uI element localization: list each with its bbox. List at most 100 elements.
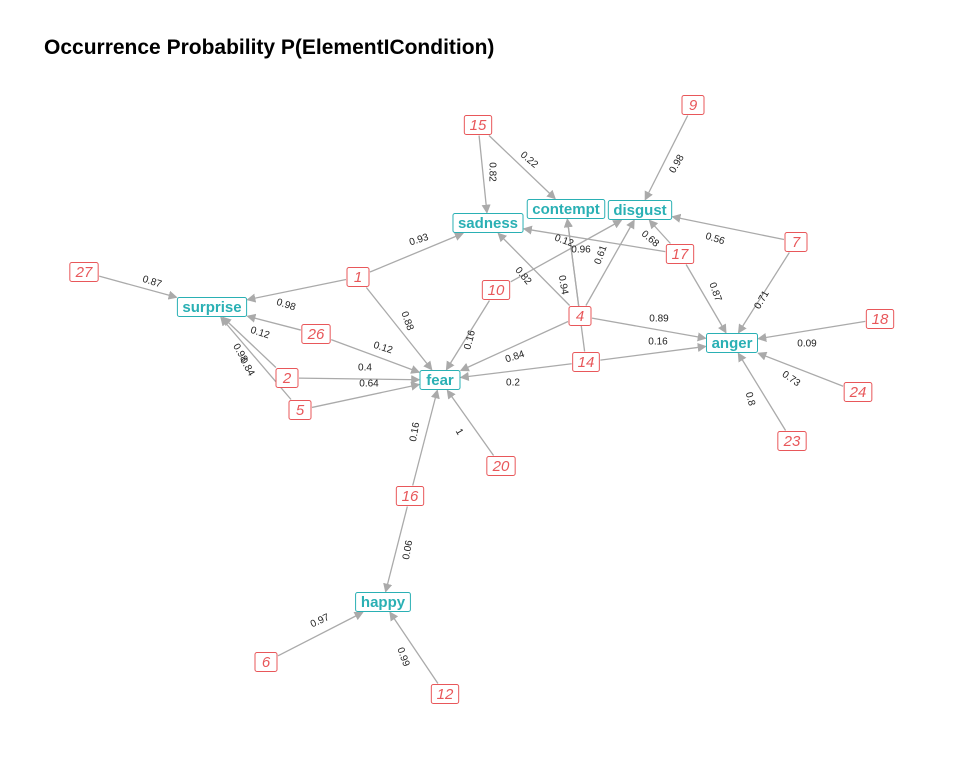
edge-e18-to-anger — [757, 320, 866, 342]
element-node-2: 2 — [275, 368, 299, 388]
node-box — [681, 95, 705, 115]
edge-label-e4-to-anger: 0.89 — [649, 314, 669, 325]
node-label: 10 — [488, 282, 505, 299]
node-box — [607, 200, 673, 220]
edge-e2-to-fear — [298, 375, 421, 385]
edge-label-e17-to-anger: 0.87 — [706, 281, 723, 303]
node-box — [526, 199, 606, 219]
element-node-1: 1 — [346, 267, 370, 287]
diagram-title: Occurrence Probability P(ElementIConditi… — [44, 36, 495, 59]
edge-label-e1-to-surprise: 0.98 — [275, 297, 297, 314]
node-box — [481, 280, 511, 300]
node-label: 14 — [578, 354, 595, 371]
node-box — [777, 431, 807, 451]
edge-e27-to-surprise — [98, 275, 178, 300]
node-label: 24 — [849, 384, 867, 401]
edge-e1-to-surprise — [246, 278, 347, 303]
node-label: 5 — [296, 402, 305, 419]
node-box — [355, 592, 411, 612]
element-node-4: 4 — [568, 306, 592, 326]
edge-e26-to-fear — [330, 339, 421, 374]
condition-node-surprise: surprise — [176, 297, 248, 317]
node-label: 17 — [672, 246, 689, 263]
node-label: 15 — [470, 117, 487, 134]
edge-label-e1-to-fear: 0.88 — [398, 310, 415, 332]
edge-label-e26-to-surprise: 0.12 — [249, 325, 271, 342]
condition-node-fear: fear — [419, 370, 461, 390]
element-node-26: 26 — [301, 324, 331, 344]
edge-e1-to-sadness — [369, 232, 464, 273]
edge-e14-to-contempt — [563, 218, 586, 352]
node-box — [395, 486, 425, 506]
edge-e17-to-disgust — [648, 219, 671, 244]
edge-label-e5-to-fear: 0.64 — [359, 379, 379, 390]
edge-e7-to-anger — [737, 252, 790, 334]
edge-e12-to-happy — [389, 611, 439, 684]
edge-label-e6-to-happy: 0.97 — [309, 612, 332, 630]
edge-e17-to-anger — [685, 264, 727, 334]
node-box — [665, 244, 695, 264]
edge-label-e1-to-sadness: 0.93 — [408, 232, 430, 249]
edge-e15-to-contempt — [488, 135, 556, 200]
edge-e16-to-fear — [412, 389, 440, 486]
edge-e6-to-happy — [277, 611, 364, 657]
condition-node-contempt: contempt — [526, 199, 606, 219]
node-label: 1 — [354, 269, 362, 286]
edge-label-e20-to-fear: 1 — [453, 427, 466, 438]
edge-e4-to-disgust — [585, 219, 635, 306]
node-label: 18 — [872, 311, 889, 328]
element-node-17: 17 — [665, 244, 695, 264]
node-box — [463, 115, 493, 135]
node-box — [301, 324, 331, 344]
edge-label-e7-to-anger: 0.71 — [752, 289, 771, 312]
edge-e20-to-fear — [446, 389, 495, 456]
element-node-23: 23 — [777, 431, 807, 451]
edge-label-e7-to-disgust: 0.56 — [704, 231, 726, 248]
edge-e4-to-fear — [459, 320, 569, 372]
edge-e9-to-disgust — [644, 115, 689, 201]
element-node-5: 5 — [288, 400, 312, 420]
node-label: contempt — [532, 201, 600, 218]
node-box — [419, 370, 461, 390]
node-box — [346, 267, 370, 287]
node-label: 27 — [75, 264, 93, 281]
node-box — [865, 309, 895, 329]
node-box — [784, 232, 808, 252]
condition-node-anger: anger — [705, 333, 759, 353]
edge-label-e10-to-fear: 0.16 — [462, 329, 478, 351]
edge-label-e14-to-anger: 0.16 — [648, 337, 668, 348]
edge-e17-to-sadness — [522, 225, 666, 253]
node-box — [452, 213, 524, 233]
edge-e16-to-happy — [383, 506, 408, 593]
edge-label-e26-to-fear: 0.12 — [372, 340, 394, 357]
node-label: fear — [426, 372, 454, 389]
node-box — [275, 368, 299, 388]
node-label: happy — [361, 594, 406, 611]
node-label: 2 — [282, 370, 292, 387]
edge-e24-to-anger — [757, 351, 844, 387]
element-node-16: 16 — [395, 486, 425, 506]
node-label: 7 — [792, 234, 801, 251]
element-node-18: 18 — [865, 309, 895, 329]
condition-node-sadness: sadness — [452, 213, 524, 233]
element-node-9: 9 — [681, 95, 705, 115]
edge-label-e17-to-disgust: 0.68 — [639, 229, 661, 250]
node-box — [176, 297, 248, 317]
edge-label-e24-to-anger: 0.73 — [780, 369, 803, 389]
node-label: surprise — [182, 299, 241, 316]
edge-e26-to-surprise — [246, 313, 301, 331]
edge-label-e23-to-anger: 0.8 — [743, 391, 757, 408]
edge-e14-to-fear — [459, 363, 572, 381]
edge-e14-to-anger — [600, 342, 707, 361]
condition-node-disgust: disgust — [607, 200, 673, 220]
node-box — [486, 456, 516, 476]
edge-label-e4-to-sadness: 0.94 — [556, 274, 570, 296]
edge-e2-to-surprise — [222, 316, 277, 368]
edge-label-e4-to-fear: 0.84 — [504, 349, 526, 366]
node-box — [288, 400, 312, 420]
edge-e10-to-disgust — [510, 219, 623, 283]
node-label: 4 — [576, 308, 584, 325]
edge-label-e5-to-surprise: 0.84 — [237, 356, 256, 379]
